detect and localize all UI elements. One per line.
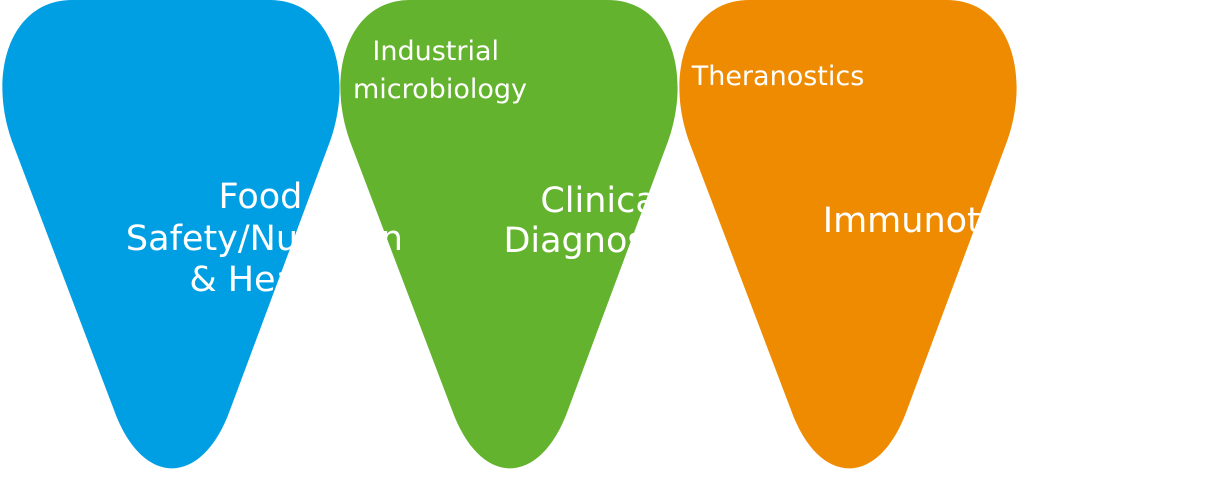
food-label-line: Food xyxy=(218,177,302,217)
theranostics-label: Theranostics xyxy=(691,61,865,92)
food-label-line: Safety/Nutrition xyxy=(126,219,403,259)
clinical-label-line: Diagnostics xyxy=(503,221,706,261)
clinical-label: Clinical Diagnostics xyxy=(503,181,706,261)
industrial-label-line: Industrial xyxy=(372,36,499,67)
food-label-line: & Health xyxy=(189,260,342,300)
industrial-label-line: microbiology xyxy=(353,74,527,105)
food-label: Food Safety/Nutrition & Health xyxy=(126,177,414,300)
immuno-label-line: Immunotherapy xyxy=(823,201,1104,241)
theranostics-label-line: Theranostics xyxy=(691,61,865,92)
industrial-label: Industrial microbiology xyxy=(353,36,527,105)
clinical-label-line: Clinical xyxy=(540,181,666,221)
immuno-label: Immunotherapy xyxy=(823,201,1104,241)
